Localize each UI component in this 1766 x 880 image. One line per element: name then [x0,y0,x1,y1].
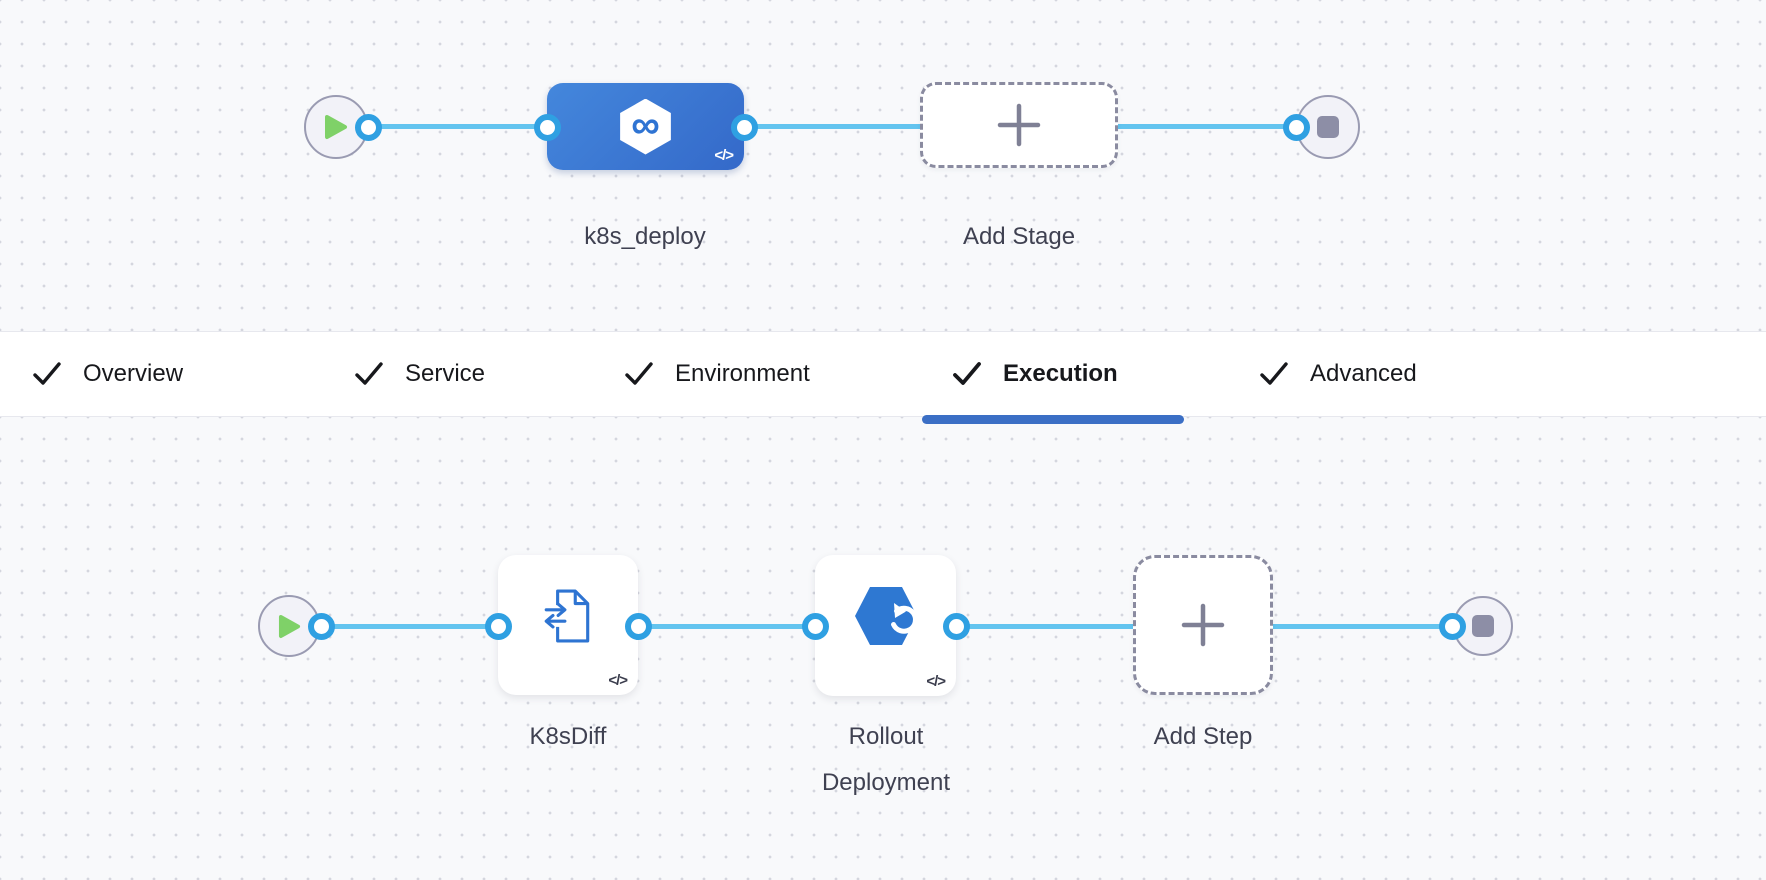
check-icon [355,362,383,385]
tab-execution[interactable]: Execution [951,332,1118,416]
execution-start-node[interactable] [258,595,320,657]
link-port[interactable] [355,114,382,141]
stage-connector-line [368,124,1297,129]
step-label-line2: Deployment [821,769,951,796]
tab-label: Service [405,360,486,387]
check-icon [1260,362,1288,385]
k8s-diff-icon [543,588,593,649]
add-step-button[interactable] [1133,555,1273,695]
tab-label: Advanced [1310,360,1417,387]
add-stage-button[interactable] [920,82,1118,168]
stage-node-k8s-deploy[interactable]: ∞ </> [547,83,744,170]
active-tab-underline [922,415,1184,424]
tab-environment[interactable]: Environment [623,332,810,416]
link-port[interactable] [731,114,758,141]
execution-canvas[interactable]: </> </> K8sDiff [0,417,1766,880]
step-label: Rollout Deployment [776,714,996,806]
link-port[interactable] [943,613,970,640]
step-label-line1: Rollout [848,723,924,750]
code-badge-icon: </> [608,672,628,689]
step-label: K8sDiff [529,723,607,750]
stage-label: k8s_deploy [584,223,706,250]
link-port[interactable] [1283,114,1310,141]
code-badge-icon: </> [714,147,734,164]
tab-advanced[interactable]: Advanced [1258,332,1417,416]
tab-label: Environment [675,360,810,387]
stage-hexagon-icon: ∞ [620,98,671,155]
stop-icon [1317,116,1339,138]
link-port[interactable] [802,613,829,640]
step-node-rollout-deployment[interactable]: </> [815,555,956,696]
add-stage-label: Add Stage [962,223,1076,250]
plus-icon [997,103,1041,147]
add-step-label: Add Step [1153,723,1253,750]
stage-canvas[interactable]: ∞ </> k8s_deploy Add Stage [0,0,1766,331]
check-icon [625,362,653,385]
code-badge-icon: </> [926,673,946,690]
link-port[interactable] [625,613,652,640]
play-icon [325,115,347,139]
tab-service[interactable]: Service [353,332,485,416]
link-port[interactable] [534,114,561,141]
check-icon [33,362,61,385]
stop-icon [1472,615,1494,637]
tab-overview[interactable]: Overview [31,332,183,416]
link-port[interactable] [308,613,335,640]
check-icon [953,362,981,385]
step-node-k8sdiff[interactable]: </> [498,555,638,695]
plus-icon [1181,603,1225,647]
rollout-deployment-icon [852,585,920,652]
tab-label: Execution [1003,360,1118,387]
play-icon [278,614,300,638]
link-port[interactable] [1439,613,1466,640]
tab-label: Overview [83,360,184,387]
harness-pipeline-icon: ∞ [631,102,660,147]
link-port[interactable] [485,613,512,640]
stage-config-tab-bar: Overview Service Environment Execution A… [0,331,1766,424]
